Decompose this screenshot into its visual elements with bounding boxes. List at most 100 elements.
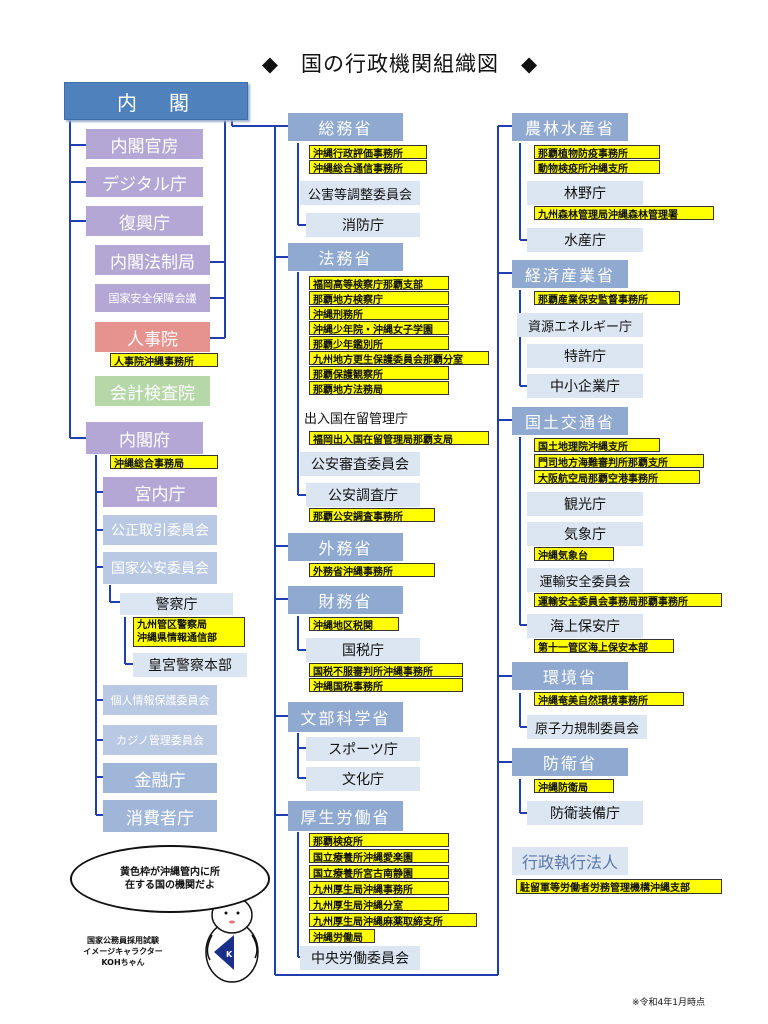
police-okinawa-offices: 九州管区警察局 沖縄県情報通信部 xyxy=(133,617,245,647)
security-council-box: 国家安全保障会議 xyxy=(95,284,210,312)
kaijo-box: 海上保安庁 xyxy=(527,614,643,638)
legislation-bureau-box: 内閣法制局 xyxy=(95,245,210,275)
gaimu-office: 外務省沖縄事務所 xyxy=(309,563,435,577)
jinjiin-okinawa-office: 人事院沖縄事務所 xyxy=(110,353,218,367)
casino-commission-box: カジノ管理委員会 xyxy=(103,725,217,755)
naikaku-box: 内 閣 xyxy=(64,82,248,120)
nyukan-office: 福岡出入国在留管理局那覇支局 xyxy=(309,431,489,445)
bubble-line-2: 在する国の機関だよ xyxy=(125,880,215,891)
monka-box: 文部科学省 xyxy=(288,702,403,732)
boei-box: 防衛省 xyxy=(512,748,628,776)
page-title: ◆ 国の行政機関組織図 ◆ xyxy=(261,52,539,76)
homu-office-5: 那覇少年鑑別所 xyxy=(309,336,449,350)
mascot-caption: 国家公務員採用試験 イメージキャラクター KOHちゃん xyxy=(68,935,178,968)
bunka-box: 文化庁 xyxy=(306,767,420,791)
public-safety-commission-box: 国家公安委員会 xyxy=(103,552,217,584)
zaimu-box: 財務省 xyxy=(288,586,403,614)
consumer-agency-box: 消費者庁 xyxy=(103,800,217,832)
fair-trade-box: 公正取引委員会 xyxy=(103,515,217,545)
suisan-box: 水産庁 xyxy=(527,228,643,252)
keisan-office: 那覇産業保安監督事務所 xyxy=(534,291,680,305)
kosei-office-6: 九州厚生局沖縄麻薬取締支所 xyxy=(309,913,477,927)
unyu-box: 運輸安全委員会 xyxy=(527,568,643,592)
shigen-box: 資源エネルギー庁 xyxy=(517,313,643,337)
kokuzei-office-2: 沖縄国税事務所 xyxy=(309,678,463,692)
shobo-box: 消防庁 xyxy=(306,213,420,237)
sports-box: スポーツ庁 xyxy=(306,737,420,761)
rinya-box: 林野庁 xyxy=(527,181,643,205)
genshiryoku-box: 原子力規制委員会 xyxy=(527,715,647,739)
kisho-box: 気象庁 xyxy=(527,522,643,546)
koan-shinsa-box: 公安審査委員会 xyxy=(300,452,420,476)
homu-box: 法務省 xyxy=(288,243,403,271)
homu-office-7: 那覇保護観察所 xyxy=(309,366,449,380)
norin-office-2: 動物検疫所沖縄支所 xyxy=(534,160,660,174)
kokudo-office-2: 門司地方海難審判所那覇支所 xyxy=(534,454,704,468)
okinawa-general-office: 沖縄総合事務局 xyxy=(110,455,218,469)
naikaku-kanbo-box: 内閣官房 xyxy=(86,129,203,159)
date-note: ※令和4年1月時点 xyxy=(632,998,705,1008)
caption-line-1: 国家公務員採用試験 xyxy=(87,936,159,945)
rinya-office: 九州森林管理局沖縄森林管理署 xyxy=(534,206,714,220)
police-office-2: 沖縄県情報通信部 xyxy=(137,633,217,644)
churo-box: 中央労働委員会 xyxy=(300,946,420,970)
privacy-commission-box: 個人情報保護委員会 xyxy=(103,685,217,715)
mascot-badge: K xyxy=(226,950,233,959)
norin-office-1: 那覇植物防疫事務所 xyxy=(534,145,660,159)
kosei-rodo-box: 厚生労働省 xyxy=(288,801,403,831)
caption-line-3: KOHちゃん xyxy=(101,958,145,967)
kokudo-office-1: 国土地理院沖縄支所 xyxy=(534,438,660,452)
kokuzei-box: 国税庁 xyxy=(306,638,420,662)
kosei-office-7: 沖縄労働局 xyxy=(309,929,375,943)
homu-office-2: 那覇地方検察庁 xyxy=(309,291,449,305)
homu-office-3: 沖縄刑務所 xyxy=(309,306,449,320)
kankyo-box: 環境省 xyxy=(512,662,628,690)
somu-office-2: 沖縄総合通信事務所 xyxy=(309,160,427,174)
nyukan-label: 出入国在留管理庁 xyxy=(304,411,409,427)
kochosei-box: 公害等調整委員会 xyxy=(300,181,420,205)
keisan-box: 経済産業省 xyxy=(512,260,628,288)
reconstruction-agency-box: 復興庁 xyxy=(86,206,203,236)
boei-office: 沖縄防衛局 xyxy=(534,779,614,793)
digital-agency-box: デジタル庁 xyxy=(86,167,203,197)
police-agency-box: 警察庁 xyxy=(120,593,233,615)
somu-office-1: 沖縄行政評価事務所 xyxy=(309,145,427,159)
kosei-office-3: 国立療養所宮古南静園 xyxy=(309,865,449,879)
koan-chosa-office: 那覇公安調査事務所 xyxy=(309,508,435,522)
zaimu-office: 沖縄地区税関 xyxy=(309,617,399,631)
kokudo-box: 国土交通省 xyxy=(512,407,628,435)
soubi-box: 防衛装備庁 xyxy=(527,801,643,825)
police-office-1: 九州管区警察局 xyxy=(137,620,207,631)
imperial-household-box: 宮内庁 xyxy=(103,477,217,507)
kanko-box: 観光庁 xyxy=(527,492,643,516)
kokuzei-office-1: 国税不服審判所沖縄事務所 xyxy=(309,663,463,677)
gaimu-box: 外務省 xyxy=(288,533,403,561)
koan-chosa-box: 公安調査庁 xyxy=(306,483,420,507)
gyousei-office: 駐留軍等労働者労務管理機構沖縄支部 xyxy=(516,879,722,894)
kosei-office-5: 九州厚生局沖縄分室 xyxy=(309,897,449,911)
homu-office-8: 那覇地方法務局 xyxy=(309,381,449,395)
homu-office-6: 九州地方更生保護委員会那覇分室 xyxy=(309,351,489,365)
unyu-office: 運輸安全委員会事務局那覇事務所 xyxy=(534,593,722,607)
chusho-box: 中小企業庁 xyxy=(527,374,643,398)
imperial-guard-box: 皇宮警察本部 xyxy=(133,653,247,677)
homu-office-4: 沖縄少年院・沖縄女子学園 xyxy=(309,321,449,335)
caption-line-2: イメージキャラクター xyxy=(83,947,163,956)
kisho-office: 沖縄気象台 xyxy=(534,547,614,561)
jinjiin-box: 人事院 xyxy=(95,322,210,352)
homu-office-1: 福岡高等検察庁那覇支部 xyxy=(309,276,449,290)
fsa-box: 金融庁 xyxy=(103,763,217,793)
kosei-office-4: 九州厚生局沖縄事務所 xyxy=(309,881,449,895)
tokkyo-box: 特許庁 xyxy=(527,344,643,368)
kaijo-office: 第十一管区海上保安本部 xyxy=(534,639,674,653)
kosei-office-1: 那覇検疫所 xyxy=(309,833,449,847)
norin-box: 農林水産省 xyxy=(512,113,628,141)
cabinet-office-box: 内閣府 xyxy=(86,422,203,454)
gyousei-box: 行政執行法人 xyxy=(512,847,628,875)
audit-board-box: 会計検査院 xyxy=(95,376,210,406)
kosei-office-2: 国立療養所沖縄愛楽園 xyxy=(309,849,449,863)
kankyo-office: 沖縄奄美自然環境事務所 xyxy=(534,692,684,706)
speech-bubble: 黄色枠が沖縄管内に所 在する国の機関だよ xyxy=(70,845,270,913)
kokudo-office-3: 大阪航空局那覇空港事務所 xyxy=(534,470,700,484)
